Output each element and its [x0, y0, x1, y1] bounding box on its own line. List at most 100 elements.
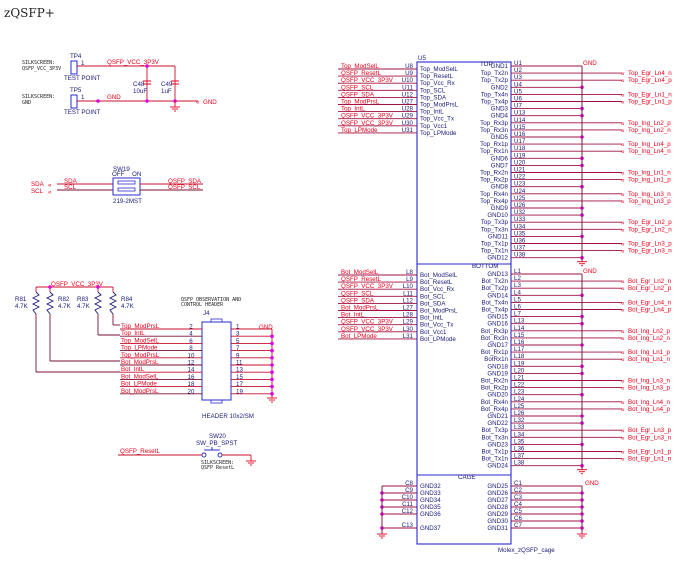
port-bot-egr-ln4-p[interactable]: «Bot_Egr_Ln4_p — [621, 307, 672, 315]
c48-ref: C48 — [133, 81, 145, 88]
j4-gnd-net: GND — [259, 324, 273, 331]
u5-part: Molex_zQSFP_cage — [498, 547, 555, 554]
port-bot-egr-ln2-n[interactable]: «Bot_Egr_Ln2_n — [621, 278, 672, 286]
gnd-net-label: GND — [585, 480, 599, 487]
port-top-ing-ln2-n[interactable]: «Top_Ing_Ln2_n — [621, 127, 671, 135]
tp5-pin: 1 — [81, 94, 85, 101]
port-arrow-icon: « — [621, 198, 625, 205]
port-arrow-icon: « — [621, 220, 625, 227]
pin-name: GND14 — [487, 292, 508, 299]
port-bot-ing-ln1-p[interactable]: «Bot_Ing_Ln1_p — [621, 349, 671, 357]
port-top-egr-ln2-n[interactable]: «Top_Egr_Ln2_n — [621, 226, 672, 234]
port-arrow-icon: « — [621, 248, 625, 255]
net-qsfp-scl: QSFP_SCL — [168, 184, 201, 191]
capacitor-c48[interactable]: C48 10uF — [133, 80, 151, 95]
pin-name: Bot_ModPrsL — [420, 308, 458, 315]
port-arrow-icon: « — [621, 335, 625, 342]
pin-name: Bot_Tx2n — [482, 278, 509, 285]
port-top-egr-ln4-n[interactable]: «Top_Egr_Ln4_n — [621, 70, 672, 78]
pin-name: Bot_Rx4n — [481, 399, 509, 406]
port-top-ing-ln4-n[interactable]: «Top_Ing_Ln4_n — [621, 148, 671, 156]
port-bot-ing-ln1-n[interactable]: «Bot_Ing_Ln1_n — [621, 356, 671, 364]
port-bot-ing-ln4-n[interactable]: «Bot_Ing_Ln4_n — [621, 399, 671, 407]
pin-number: U27 — [402, 99, 414, 106]
gnd-port: « GND — [196, 99, 217, 106]
port-top-egr-ln1-n[interactable]: «Top_Egr_Ln1_n — [621, 91, 672, 99]
net-sda: SDA — [64, 178, 78, 185]
pin-number: U33 — [514, 216, 526, 223]
pin-name: GND18 — [487, 363, 508, 370]
port-bot-ing-ln2-p[interactable]: «Bot_Ing_Ln2_p — [621, 328, 671, 336]
header-net-label: Bot_ModSelL — [121, 373, 159, 380]
port-top-ing-ln4-p[interactable]: «Top_Ing_Ln4_p — [621, 141, 671, 149]
port-top-ing-ln2-p[interactable]: «Top_Ing_Ln2_p — [621, 120, 671, 128]
port-bot-egr-ln3-n[interactable]: «Bot_Egr_Ln3_n — [621, 434, 672, 442]
port-top-egr-ln2-p[interactable]: «Top_Egr_Ln2_p — [621, 219, 672, 227]
header-j4[interactable]: QSFP OBSERVATION AND CONTROL HEADER J4 H… — [120, 297, 277, 420]
port-top-ing-ln3-n[interactable]: «Top_Ing_Ln3_n — [621, 191, 671, 199]
capacitor-c49[interactable]: C49 1uF — [161, 80, 179, 95]
pin-name: GND20 — [487, 392, 508, 399]
port-bot-ing-ln3-n[interactable]: «Bot_Ing_Ln3_n — [621, 378, 671, 386]
port-top-egr-ln1-p[interactable]: «Top_Egr_Ln1_p — [621, 99, 672, 107]
pin-net-label: QSFP_SCL — [341, 290, 374, 297]
port-bot-egr-ln4-n[interactable]: «Bot_Egr_Ln4_n — [621, 299, 672, 307]
port-bot-egr-ln1-p[interactable]: «Bot_Egr_Ln1_p — [621, 449, 672, 457]
pin-name: GND2 — [491, 84, 509, 91]
port-bot-ing-ln2-n[interactable]: «Bot_Ing_Ln2_n — [621, 335, 671, 343]
port-arrow-icon: « — [621, 279, 625, 286]
sw19-body — [112, 177, 141, 196]
pin-name: Bot_Rx1p — [481, 349, 509, 356]
port-top-egr-ln3-n[interactable]: «Top_Egr_Ln3_n — [621, 248, 672, 256]
header-pin-even: 18 — [188, 381, 195, 388]
pin-name: Top_ResetL — [420, 73, 454, 80]
port-arrow-icon: « — [48, 189, 52, 196]
test-point-tp4[interactable]: SILKSCREEN: QSFP_VCC_3P3V TP4 1 TEST POI… — [22, 53, 175, 82]
port-top-ing-ln1-p[interactable]: «Top_Ing_Ln1_p — [621, 177, 671, 185]
port-bot-egr-ln1-n[interactable]: «Bot_Egr_Ln1_n — [621, 456, 672, 464]
pin-number: U34 — [514, 223, 526, 230]
pin-name: Bot_Vcc_Tx — [420, 322, 454, 329]
pin-number: U7 — [514, 103, 522, 110]
pin-number: L38 — [514, 460, 525, 467]
reset-switch-sw20[interactable]: QSFP_ResetL SW20 SW_PB_SPST SILKSCREEN: … — [118, 433, 256, 471]
port-bot-egr-ln2-p[interactable]: «Bot_Egr_Ln2_p — [621, 285, 672, 293]
pin-number: U36 — [514, 238, 526, 245]
port-bot-egr-ln3-p[interactable]: «Bot_Egr_Ln3_p — [621, 427, 672, 435]
port-arrow-icon: « — [621, 350, 625, 357]
port-label: Top_Ing_Ln3_p — [628, 198, 671, 205]
dip-switch-sw19[interactable]: SDA SCL « « SDA SCL SW19 OFF ON 219-2MST… — [31, 166, 203, 205]
connector-u5[interactable]: U5 TOP BOTTOM CAGE Molex_zQSFP_cage Top_… — [338, 55, 672, 554]
port-top-egr-ln3-p[interactable]: «Top_Egr_Ln3_p — [621, 241, 672, 249]
pin-name: GND35 — [420, 504, 441, 511]
port-top-ing-ln1-n[interactable]: «Top_Ing_Ln1_n — [621, 170, 671, 178]
port-top-egr-ln4-p[interactable]: «Top_Egr_Ln4_p — [621, 77, 672, 85]
pin-name: Top_Tx2n — [481, 70, 509, 77]
header-pin-even: 20 — [188, 388, 195, 395]
header-pin-even: 12 — [188, 360, 195, 367]
port-bot-ing-ln3-p[interactable]: «Bot_Ing_Ln3_p — [621, 385, 671, 393]
pin-number: L12 — [403, 297, 414, 304]
port-label: Top_Egr_Ln2_n — [628, 226, 672, 233]
tp4-label: TEST POINT — [64, 75, 101, 82]
port-bot-ing-ln4-p[interactable]: «Bot_Ing_Ln4_p — [621, 406, 671, 414]
port-top-ing-ln3-p[interactable]: «Top_Ing_Ln3_p — [621, 198, 671, 206]
resistor-value: 4.7K — [58, 303, 72, 310]
port-arrow-icon: « — [621, 449, 625, 456]
